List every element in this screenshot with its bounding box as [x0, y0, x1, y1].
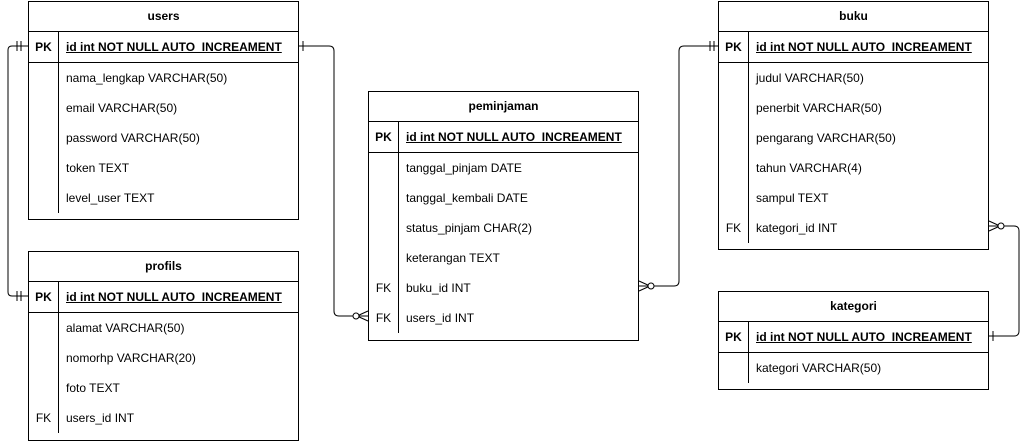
field-label: id int NOT NULL AUTO_INCREAMENT — [66, 40, 282, 54]
entity-row: tanggal_pinjam DATE — [369, 153, 638, 183]
entity-title: peminjaman — [369, 92, 638, 122]
entity-title: users — [29, 2, 298, 32]
entity-row: PK id int NOT NULL AUTO_INCREAMENT — [29, 32, 298, 63]
entity-row: keterangan TEXT — [369, 243, 638, 273]
entity-row: status_pinjam CHAR(2) — [369, 213, 638, 243]
entity-row: judul VARCHAR(50) — [719, 63, 988, 93]
entity-row: FK users_id INT — [369, 303, 638, 333]
entity-row: tanggal_kembali DATE — [369, 183, 638, 213]
relation-users-profils[interactable] — [7, 41, 28, 301]
field-label: sampul TEXT — [756, 191, 829, 205]
entity-row: sampul TEXT — [719, 183, 988, 213]
key-label: PK — [725, 40, 742, 54]
key-column — [369, 122, 399, 333]
key-label: PK — [725, 330, 742, 344]
field-label: email VARCHAR(50) — [66, 101, 178, 115]
entity-peminjaman[interactable]: peminjaman PK id int NOT NULL AUTO_INCREA… — [368, 91, 639, 341]
entity-row: PK id int NOT NULL AUTO_INCREAMENT — [719, 322, 988, 353]
entity-row: password VARCHAR(50) — [29, 123, 298, 153]
field-label: buku_id INT — [406, 281, 471, 295]
entity-row: pengarang VARCHAR(50) — [719, 123, 988, 153]
key-label: FK — [375, 281, 392, 295]
entity-row: token TEXT — [29, 153, 298, 183]
key-label: FK — [35, 411, 52, 425]
entity-row: FK buku_id INT — [369, 273, 638, 303]
entity-row: kategori VARCHAR(50) — [719, 353, 988, 383]
field-label: users_id INT — [406, 311, 475, 325]
entity-row: level_user TEXT — [29, 183, 298, 213]
entity-row: FK users_id INT — [29, 403, 298, 433]
entity-row: PK id int NOT NULL AUTO_INCREAMENT — [369, 122, 638, 153]
key-column — [29, 32, 59, 213]
field-label: status_pinjam CHAR(2) — [406, 221, 533, 235]
entity-title: buku — [719, 2, 988, 32]
key-column — [719, 32, 749, 243]
field-label: penerbit VARCHAR(50) — [756, 101, 882, 115]
relation-kategori-buku[interactable] — [988, 220, 1020, 341]
field-label: pengarang VARCHAR(50) — [756, 131, 896, 145]
key-label: PK — [375, 130, 392, 144]
field-label: alamat VARCHAR(50) — [66, 321, 185, 335]
field-label: foto TEXT — [66, 381, 120, 395]
entity-row: foto TEXT — [29, 373, 298, 403]
entity-title: kategori — [719, 292, 988, 322]
field-label: tanggal_kembali DATE — [406, 191, 528, 205]
field-label: kategori VARCHAR(50) — [756, 361, 882, 375]
key-label: PK — [35, 290, 52, 304]
field-label: id int NOT NULL AUTO_INCREAMENT — [756, 330, 972, 344]
key-label: PK — [35, 40, 52, 54]
field-label: users_id INT — [66, 411, 135, 425]
entity-buku[interactable]: buku PK id int NOT NULL AUTO_INCREAMENT j… — [718, 1, 989, 250]
field-label: id int NOT NULL AUTO_INCREAMENT — [66, 290, 282, 304]
field-label: nomorhp VARCHAR(20) — [66, 351, 196, 365]
key-label: FK — [725, 221, 742, 235]
field-label: level_user TEXT — [66, 191, 155, 205]
relation-users-peminjaman[interactable] — [299, 41, 369, 322]
entity-row: email VARCHAR(50) — [29, 93, 298, 123]
field-label: tahun VARCHAR(4) — [756, 161, 862, 175]
field-label: tanggal_pinjam DATE — [406, 161, 522, 175]
entity-row: FK kategori_id INT — [719, 213, 988, 243]
field-label: kategori_id INT — [756, 221, 838, 235]
entity-row: penerbit VARCHAR(50) — [719, 93, 988, 123]
entity-profils[interactable]: profils PK id int NOT NULL AUTO_INCREAMEN… — [28, 251, 299, 441]
field-label: judul VARCHAR(50) — [756, 71, 864, 85]
entity-row: PK id int NOT NULL AUTO_INCREAMENT — [29, 282, 298, 313]
field-label: keterangan TEXT — [406, 251, 500, 265]
entity-row: PK id int NOT NULL AUTO_INCREAMENT — [719, 32, 988, 63]
entity-title: profils — [29, 252, 298, 282]
entity-kategori[interactable]: kategori PK id int NOT NULL AUTO_INCREAME… — [718, 291, 989, 390]
key-label: FK — [375, 311, 392, 325]
entity-row: nama_lengkap VARCHAR(50) — [29, 63, 298, 93]
field-label: id int NOT NULL AUTO_INCREAMENT — [406, 130, 622, 144]
key-column — [29, 282, 59, 433]
entity-row: alamat VARCHAR(50) — [29, 313, 298, 343]
field-label: nama_lengkap VARCHAR(50) — [66, 71, 228, 85]
field-label: id int NOT NULL AUTO_INCREAMENT — [756, 40, 972, 54]
relation-buku-peminjaman[interactable] — [638, 41, 718, 292]
field-label: password VARCHAR(50) — [66, 131, 200, 145]
field-label: token TEXT — [66, 161, 130, 175]
entity-row: tahun VARCHAR(4) — [719, 153, 988, 183]
entity-row: nomorhp VARCHAR(20) — [29, 343, 298, 373]
